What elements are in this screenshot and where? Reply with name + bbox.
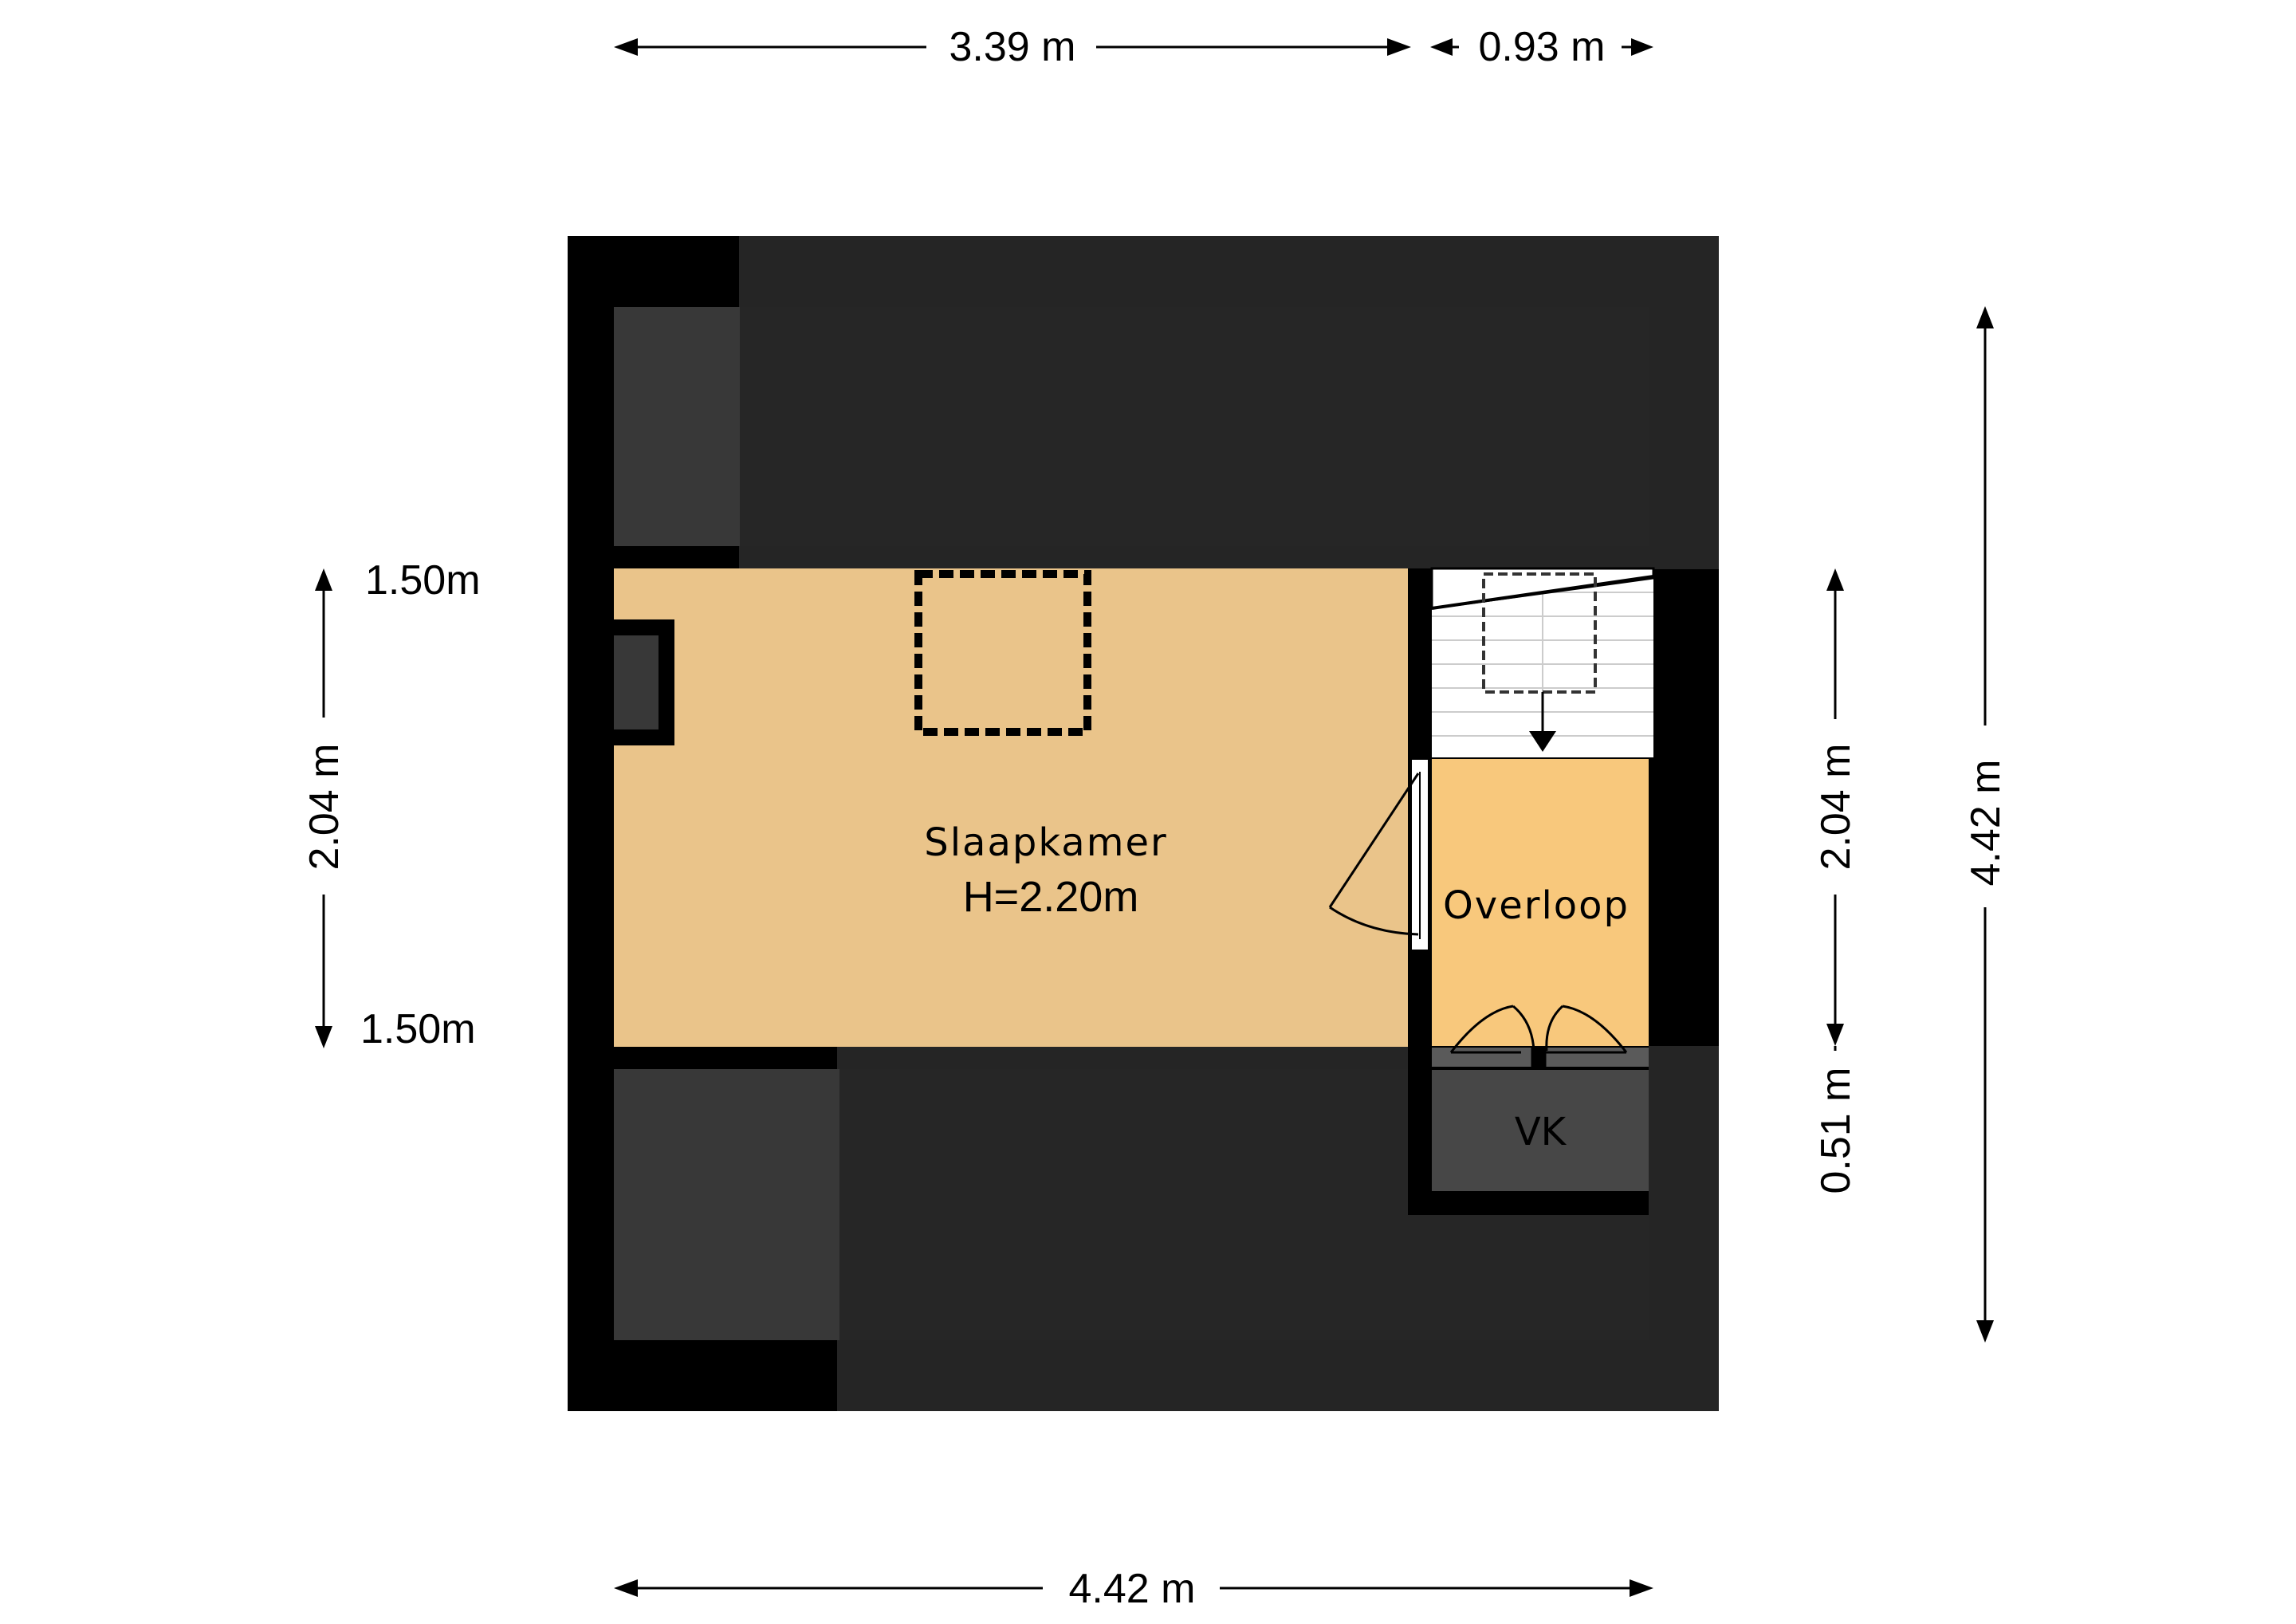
dimension-right-outer: 4.42 m bbox=[1963, 306, 2009, 1343]
dim-right-inner-upper: 2.04 m bbox=[1813, 744, 1859, 871]
roof-slope-top-inner bbox=[614, 307, 1649, 546]
dimension-top: 3.39 m 0.93 m bbox=[614, 24, 1653, 70]
dim-right-outer: 4.42 m bbox=[1963, 760, 2009, 887]
roof-low-area-bottom-left bbox=[614, 1069, 839, 1340]
dimension-bottom: 4.42 m bbox=[614, 1566, 1653, 1612]
skylight-icon bbox=[914, 570, 1091, 736]
bedroom-floor bbox=[614, 568, 1408, 1047]
dim-left-top-label: 1.50m bbox=[365, 557, 481, 604]
door-arc-icon bbox=[1328, 773, 1420, 936]
bedroom-name: Slaapkamer bbox=[924, 820, 1168, 865]
bedroom-height: H=2.20m bbox=[963, 873, 1139, 921]
cupboard-floor bbox=[1432, 1070, 1649, 1191]
dim-left-height: 2.04 m bbox=[301, 744, 348, 871]
dim-left-bottom-label: 1.50m bbox=[360, 1006, 476, 1052]
cupboard-name: VK bbox=[1515, 1110, 1567, 1154]
arrow-down-icon bbox=[1529, 692, 1556, 752]
landing-floor bbox=[1432, 759, 1649, 1048]
dim-top-left: 3.39 m bbox=[949, 24, 1076, 70]
landing-name: Overloop bbox=[1443, 883, 1630, 928]
cupboard-doors-icon bbox=[1449, 1005, 1628, 1068]
roof-low-area-top-left bbox=[614, 307, 740, 546]
dimension-right-inner: 2.04 m 0.51 m bbox=[1813, 568, 1859, 1193]
dim-right-inner-lower: 0.51 m bbox=[1813, 1068, 1859, 1194]
dim-bottom: 4.42 m bbox=[1069, 1566, 1196, 1612]
chimney-inner bbox=[614, 635, 659, 729]
dimension-left: 2.04 m 1.50m 1.50m bbox=[301, 557, 481, 1052]
dim-top-right: 0.93 m bbox=[1479, 24, 1606, 70]
